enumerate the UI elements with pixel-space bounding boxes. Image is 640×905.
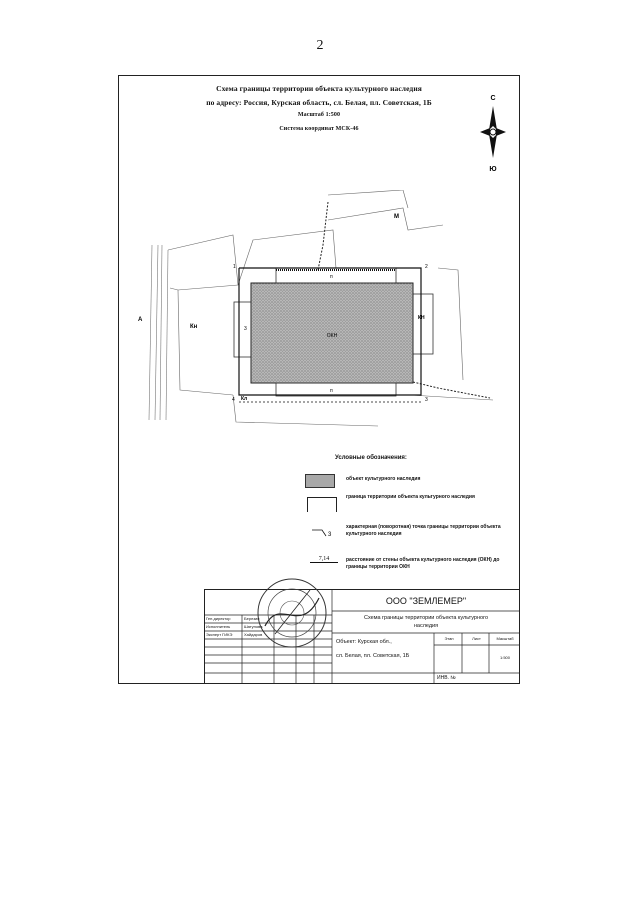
map-dist-left: 3 bbox=[244, 326, 247, 332]
scheme-coord-system: Система координат МСК-46 bbox=[279, 126, 359, 132]
stamp-col-sheet: Лист bbox=[472, 636, 481, 641]
legend-item-object: объект культурного наследия bbox=[346, 476, 421, 482]
stamp-col-scale: Масштаб bbox=[496, 636, 514, 641]
legend-swatch-boundary bbox=[307, 497, 337, 512]
stamp-role-director: Ген.директор bbox=[206, 616, 231, 621]
map-label-kn-right: КН bbox=[418, 315, 425, 321]
road-lines bbox=[148, 244, 169, 421]
title-block bbox=[204, 589, 520, 684]
bottom-porch bbox=[275, 382, 397, 397]
compass-south-label: Ю bbox=[489, 166, 496, 172]
title-block-grid bbox=[204, 589, 520, 684]
scheme-scale: Масштаб 1:500 bbox=[297, 112, 341, 118]
legend-point-icon: 3 bbox=[312, 529, 332, 538]
map-point-2: 2 bbox=[425, 264, 428, 270]
compass-north-arrow bbox=[489, 106, 497, 130]
stamp-scale-value: 1:500 bbox=[499, 655, 510, 660]
stamp-role-executor: Исполнитель bbox=[206, 624, 231, 629]
legend-item-point: характерная (поворотная) точка границы т… bbox=[346, 524, 501, 537]
compass-north-label: С bbox=[490, 95, 495, 102]
legend-item-distance: расстояние от стены объекта культурного … bbox=[346, 557, 500, 570]
map-label-kn-left: Кн bbox=[190, 324, 198, 330]
map-point-4: 4 bbox=[232, 397, 235, 403]
map-point-1: 1 bbox=[233, 264, 236, 270]
map-label-a: А bbox=[138, 317, 143, 323]
scheme-address: по адресу: Россия, Курская область, сл. … bbox=[206, 98, 432, 107]
compass-south-arrow bbox=[489, 134, 497, 158]
stamp-object-line1: Объект: Курская обл., bbox=[336, 639, 392, 645]
stamp-company: ООО "ЗЕМЛЕМЕР" bbox=[385, 596, 467, 606]
page-number: 2 bbox=[316, 38, 324, 53]
territory-boundary bbox=[238, 267, 422, 396]
site-map: М А Кн КН ОКН Кл 1 2 3 4 3 п п bbox=[138, 190, 494, 427]
map-dist-top: п bbox=[330, 274, 333, 280]
stamp-inv: ИНВ. № bbox=[437, 675, 456, 681]
company-seal bbox=[257, 578, 327, 648]
legend-distance-sample: 7,14 bbox=[310, 556, 338, 563]
stamp-name-director: Березин bbox=[244, 616, 260, 621]
right-annex bbox=[412, 293, 434, 355]
top-boundary-path bbox=[317, 201, 329, 271]
map-point-3: 3 bbox=[425, 397, 428, 403]
stamp-name-expert: Хайдаров bbox=[244, 632, 263, 637]
stamp-object-line2: сл. Белая, пл. Советская, 1Б bbox=[336, 653, 410, 659]
map-label-m: М bbox=[394, 214, 399, 220]
legend-title: Условные обозначения: bbox=[335, 455, 407, 461]
svg-text:3: 3 bbox=[328, 532, 332, 538]
compass-east-arrow bbox=[496, 128, 506, 136]
stamp-doc-title: Схема границы территории объекта культур… bbox=[363, 615, 489, 629]
neighbour-parcels bbox=[167, 190, 494, 427]
legend-item-boundary: граница территории объекта культурного н… bbox=[346, 494, 475, 500]
map-label-kn-bottom: Кл bbox=[241, 396, 247, 402]
stamp-col-stage: Этап bbox=[444, 636, 454, 641]
compass-west-arrow bbox=[480, 128, 490, 136]
scheme-title: Схема границы территории объекта культур… bbox=[216, 84, 422, 93]
left-annex bbox=[233, 301, 253, 358]
map-dist-bottom: п bbox=[330, 388, 333, 394]
stamp-name-executor: Шатунова bbox=[244, 624, 263, 629]
heritage-object bbox=[250, 282, 414, 384]
stamp-role-expert: Эксперт ГИКЭ bbox=[206, 632, 233, 637]
map-label-okn: ОКН bbox=[327, 333, 338, 339]
compass-rose: С Ю bbox=[480, 95, 506, 172]
legend-swatch-object bbox=[305, 474, 335, 488]
